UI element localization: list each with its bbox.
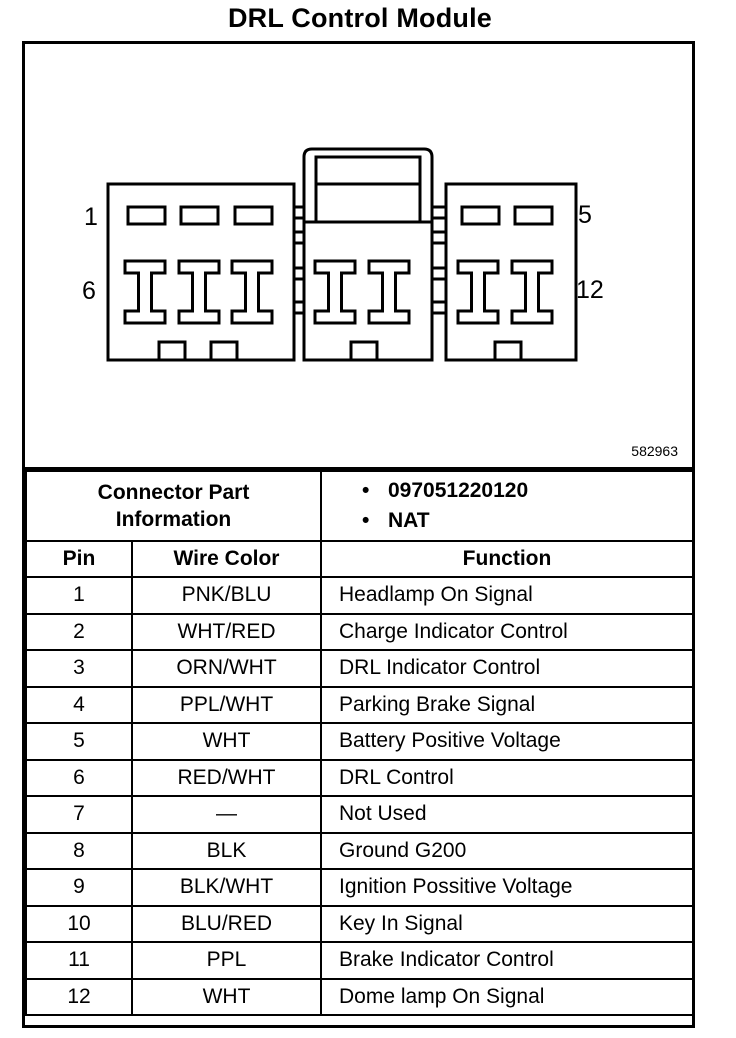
pin-cavity-top xyxy=(460,205,501,226)
pin-cavity-top xyxy=(233,205,274,226)
function-cell: Not Used xyxy=(320,795,694,834)
pin-label-5: 5 xyxy=(578,201,592,229)
connector-diagram: 1 6 5 12 582963 xyxy=(25,44,692,470)
wire-color-cell: BLK xyxy=(131,831,322,870)
pin-cavity-bottom xyxy=(230,259,274,325)
connector-key-notch xyxy=(349,340,379,360)
header-function: Function xyxy=(320,540,694,578)
pin-cell: 5 xyxy=(25,722,133,761)
pin-cell: 12 xyxy=(25,977,133,1016)
connector-key-notch xyxy=(209,340,239,360)
connector-part-info-label: Connector Part Information xyxy=(25,470,322,542)
connector-part-info-label-line: Information xyxy=(115,508,232,531)
pin-label-1: 1 xyxy=(84,203,98,231)
function-cell: Dome lamp On Signal xyxy=(320,977,694,1016)
function-cell: Key In Signal xyxy=(320,904,694,943)
pin-cavity-bottom xyxy=(177,259,221,325)
function-cell: Charge Indicator Control xyxy=(320,612,694,651)
pin-label-12: 12 xyxy=(576,276,604,304)
pin-cell: 11 xyxy=(25,941,133,980)
connector-face-drawing xyxy=(106,147,578,362)
connector-key-notch xyxy=(157,340,187,360)
header-wire-color: Wire Color xyxy=(131,540,322,578)
connector-sheet: 1 6 5 12 582963 Connector Part Informati… xyxy=(22,41,695,1028)
pin-cavity-top xyxy=(126,205,167,226)
connector-key-notch xyxy=(493,340,523,360)
wire-color-cell: WHT xyxy=(131,977,322,1016)
connector-tab xyxy=(292,266,306,281)
pin-cavity-bottom xyxy=(510,259,554,325)
wire-color-cell: BLK/WHT xyxy=(131,868,322,907)
pin-cavity-bottom xyxy=(367,259,411,325)
connector-part-info-row: Connector Part Information 097051220120 … xyxy=(25,470,694,542)
function-cell: DRL Indicator Control xyxy=(320,649,694,688)
wire-color-cell: PPL/WHT xyxy=(131,685,322,724)
pin-cell: 1 xyxy=(25,576,133,615)
connector-tab xyxy=(292,205,306,220)
pin-cell: 10 xyxy=(25,904,133,943)
connector-tab xyxy=(430,205,448,220)
connector-tab xyxy=(292,230,306,245)
pin-cavity-top xyxy=(513,205,554,226)
function-cell: Headlamp On Signal xyxy=(320,576,694,615)
connector-part-info-label-line: Connector Part xyxy=(97,481,250,504)
pin-cell: 7 xyxy=(25,795,133,834)
pin-cavity-bottom xyxy=(313,259,357,325)
wire-color-cell: ORN/WHT xyxy=(131,649,322,688)
wire-color-cell: BLU/RED xyxy=(131,904,322,943)
connector-center-housing xyxy=(302,220,434,362)
function-cell: Battery Positive Voltage xyxy=(320,722,694,761)
pin-cavity-bottom xyxy=(456,259,500,325)
wire-color-cell: RED/WHT xyxy=(131,758,322,797)
wire-color-cell: WHT/RED xyxy=(131,612,322,651)
pin-cell: 8 xyxy=(25,831,133,870)
wire-color-cell: PPL xyxy=(131,941,322,980)
connector-latch-window xyxy=(314,155,422,186)
connector-part-info-values: 097051220120 NAT xyxy=(320,470,694,542)
pin-cell: 6 xyxy=(25,758,133,797)
header-pin: Pin xyxy=(25,540,133,578)
function-cell: Ignition Possitive Voltage xyxy=(320,868,694,907)
page-title: DRL Control Module xyxy=(227,3,493,33)
figure-number: 582963 xyxy=(631,443,678,459)
pin-cell: 9 xyxy=(25,868,133,907)
pin-cavity-bottom xyxy=(123,259,167,325)
pin-label-6: 6 xyxy=(82,277,96,305)
pin-cavity-top xyxy=(179,205,220,226)
connector-tab xyxy=(292,300,306,315)
pin-cell: 2 xyxy=(25,612,133,651)
table-row: 7—Not Used xyxy=(25,795,694,834)
part-color: NAT xyxy=(362,506,692,536)
connector-tab xyxy=(430,230,448,245)
function-cell: Ground G200 xyxy=(320,831,694,870)
pin-cell: 3 xyxy=(25,649,133,688)
connector-table: Connector Part Information 097051220120 … xyxy=(25,470,694,1016)
part-number: 097051220120 xyxy=(362,476,692,506)
connector-latch xyxy=(302,147,434,222)
connector-tab xyxy=(430,300,448,315)
wire-color-cell: WHT xyxy=(131,722,322,761)
pin-cell: 4 xyxy=(25,685,133,724)
connector-tab xyxy=(430,266,448,281)
wire-color-cell: PNK/BLU xyxy=(131,576,322,615)
function-cell: Brake Indicator Control xyxy=(320,941,694,980)
table-header-row: Pin Wire Color Function xyxy=(25,540,694,578)
function-cell: Parking Brake Signal xyxy=(320,685,694,724)
function-cell: DRL Control xyxy=(320,758,694,797)
wire-color-cell: — xyxy=(131,795,322,834)
